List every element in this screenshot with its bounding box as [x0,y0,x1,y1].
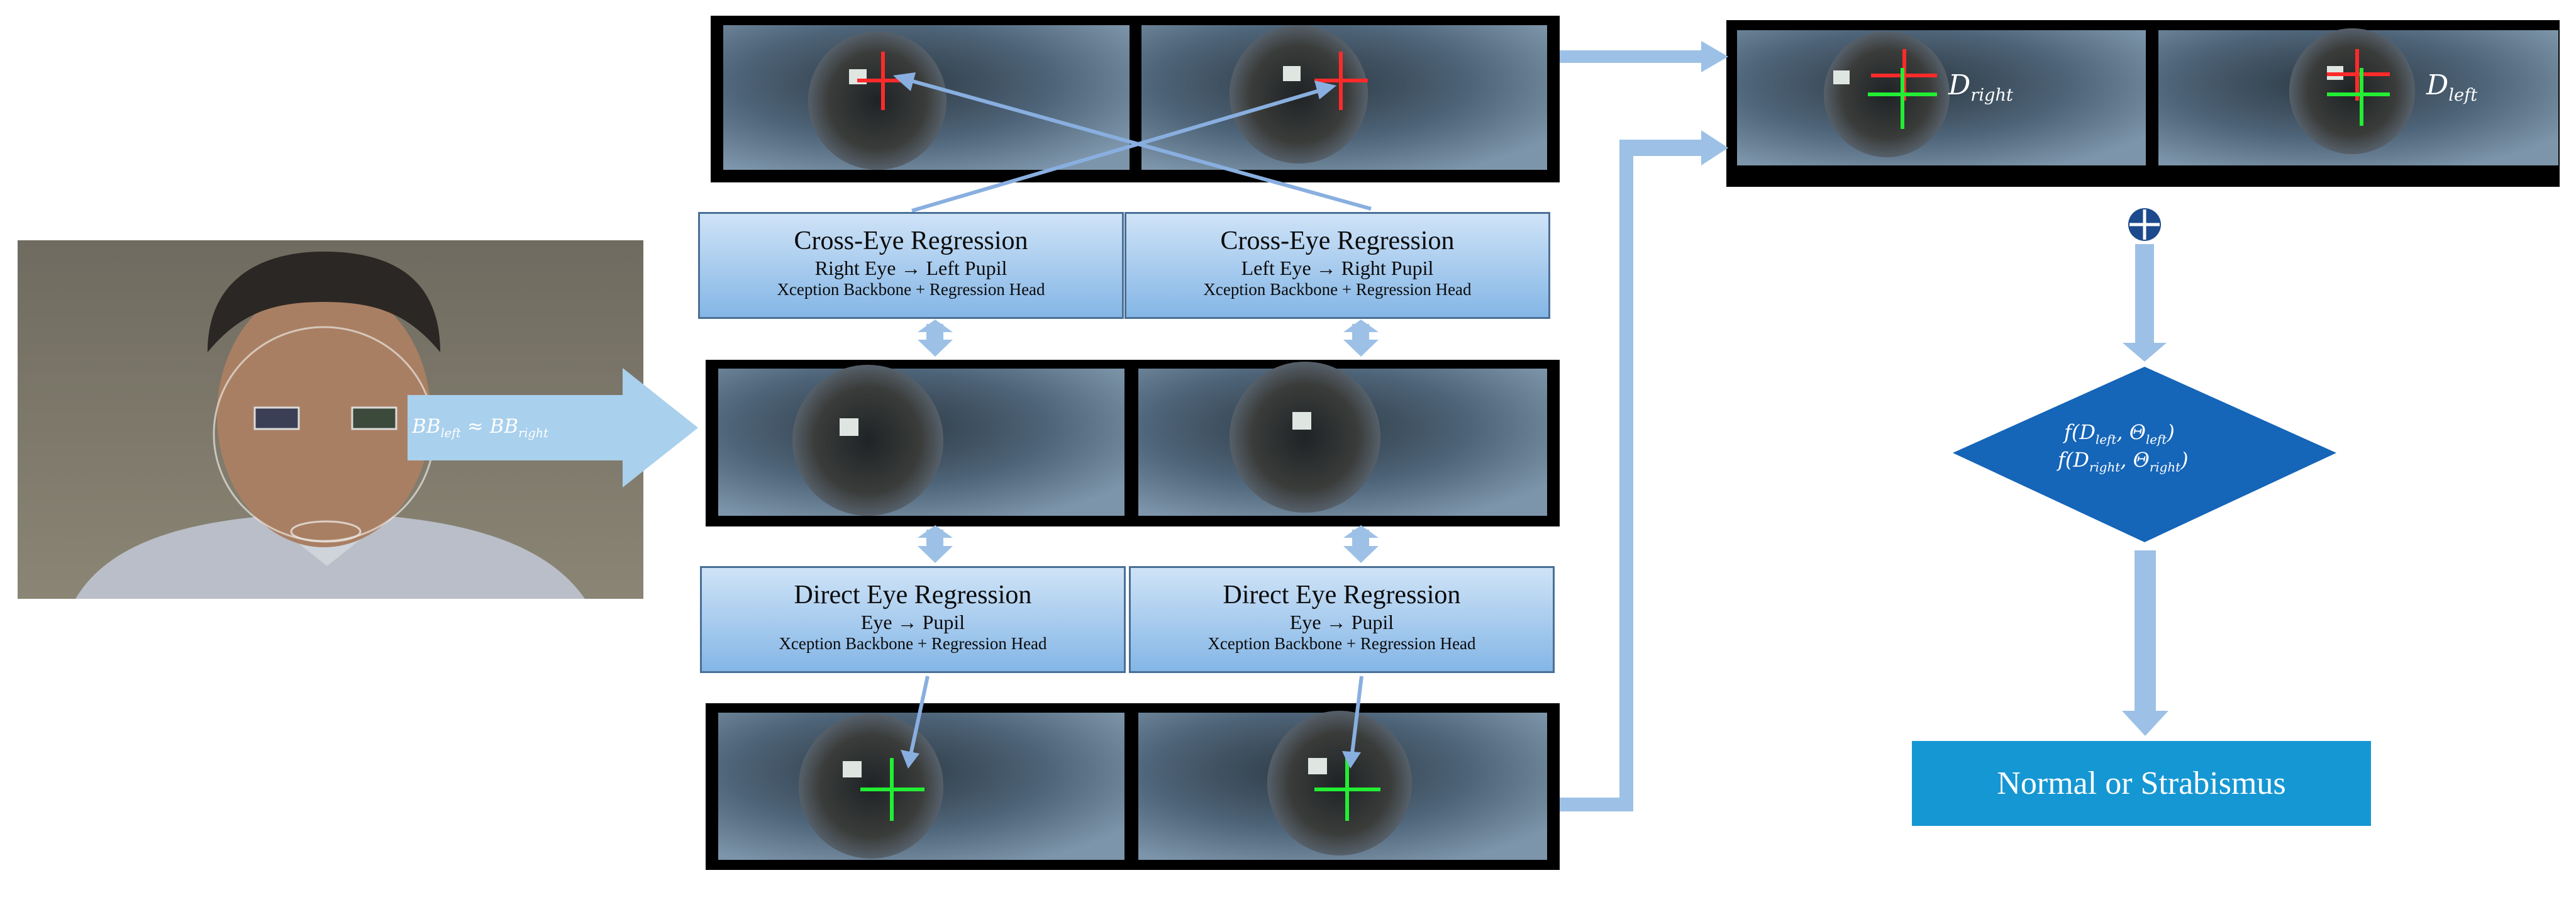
module-backbone: Xception Backbone + Regression Head [779,634,1047,653]
module-title: Cross-Eye Regression [794,226,1028,255]
arrow-combine-to-decision [2123,244,2167,362]
distance-label-right: Dright [1948,69,2014,105]
direct-eye-regression-right-box: Direct Eye Regression Eye → Pupil Xcepti… [700,566,1126,673]
crosshair-combined-left [2327,49,2390,126]
arrow-bottom-to-combined [1560,130,1728,811]
module-subtitle: Eye → Pupil [860,611,965,633]
cross-eye-regression-right-box: Cross-Eye Regression Right Eye → Left Pu… [698,212,1124,319]
eye-pair-direct [706,703,1560,870]
module-subtitle: Right Eye → Left Pupil [814,257,1008,279]
decision-function-left: f(Dleft, Θleft) [2064,420,2175,447]
crosshair-predicted-left [1314,52,1368,110]
arrow-direct-left-down [1342,676,1363,769]
module-backbone: Xception Backbone + Regression Head [777,280,1045,299]
eye-pair-cross [711,16,1560,182]
arrow-top-to-combined [1560,41,1728,72]
arrow-cross-to-left-pupil [911,81,1336,213]
decision-diamond [1953,367,2336,542]
module-title: Direct Eye Regression [1223,581,1461,610]
cross-eye-regression-left-box: Cross-Eye Regression Left Eye → Right Pu… [1124,212,1550,319]
module-title: Direct Eye Regression [794,581,1032,610]
eye-pair-input [706,360,1560,526]
arrow-decision-to-result [2122,550,2168,736]
crosshair-combined-right [1868,49,1937,129]
direct-eye-regression-left-box: Direct Eye Regression Eye → Pupil Xcepti… [1129,566,1555,673]
arrow-vertical-left-upper [918,320,953,357]
module-subtitle: Eye → Pupil [1289,611,1394,633]
crosshair-direct-right [860,758,924,821]
result-box: Normal or Strabismus [1912,741,2371,826]
decision-function-right: f(Dright, Θright) [2058,448,2189,475]
bbox-arrow [408,368,698,487]
arrow-vertical-right-lower [1343,525,1379,563]
arrow-direct-right-down [901,676,930,769]
module-backbone: Xception Backbone + Regression Head [1203,280,1472,299]
arrow-cross-to-right-pupil [893,72,1372,211]
module-backbone: Xception Backbone + Regression Head [1208,634,1476,653]
crosshair-direct-left [1314,758,1380,821]
bbox-relation-label: BBleft ≈ BBright [412,415,548,441]
distance-label-left: Dleft [2426,69,2478,105]
arrow-vertical-right-upper [1343,320,1379,357]
combine-symbol [2128,208,2161,241]
arrow-vertical-left-lower [918,525,953,563]
module-title: Cross-Eye Regression [1220,226,1455,255]
module-subtitle: Left Eye → Right Pupil [1241,257,1434,279]
